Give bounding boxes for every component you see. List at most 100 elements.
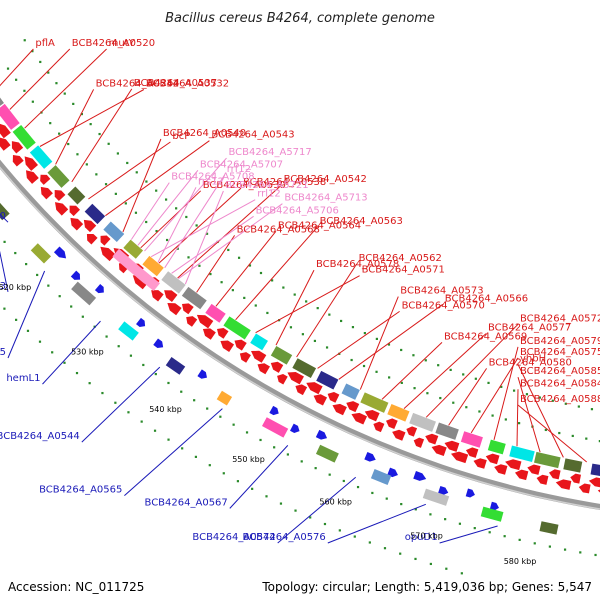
tick-dot: [206, 407, 209, 410]
forward-gene: [287, 371, 304, 385]
tick-dot: [101, 391, 104, 395]
tick-dot: [145, 220, 148, 224]
forward-gene-shape: [132, 275, 149, 290]
tick-dot: [551, 399, 554, 402]
forward-gene-shape: [40, 174, 51, 185]
forward-gene-shape: [25, 170, 39, 184]
tick-dot: [356, 485, 360, 489]
backbone-highlight: [0, 166, 600, 510]
forward-gene: [505, 459, 522, 471]
reverse-feature-box: [0, 201, 10, 221]
forward-gene: [327, 392, 340, 403]
gene-label: BCB4264_A0543: [211, 130, 294, 141]
forward-gene: [425, 433, 439, 445]
label-leader: [327, 503, 426, 544]
forward-gene-shape: [406, 426, 418, 437]
tick-dot: [176, 247, 179, 250]
tick-dot: [167, 438, 170, 441]
forward-gene-shape: [536, 474, 549, 485]
forward-gene: [313, 394, 328, 406]
label-leader: [137, 169, 199, 246]
forward-gene: [548, 469, 561, 480]
tick-dot: [155, 229, 158, 233]
forward-gene: [167, 302, 182, 316]
tick-dot: [135, 171, 138, 174]
forward-gene: [351, 412, 368, 425]
gene-label: BCB4264_A0575: [520, 347, 600, 358]
forward-gene-shape: [151, 290, 164, 302]
forward-gene: [306, 382, 323, 395]
label-leader: [0, 48, 34, 87]
genome-stats-text: Topology: circular; Length: 5,419,036 bp…: [262, 580, 592, 594]
gene-label: BCB4264_A0576: [243, 532, 326, 543]
gene-label: BCB4264_A5708: [171, 172, 254, 183]
tick-dot: [26, 329, 30, 332]
tick-dot: [104, 183, 108, 186]
kbp-tick-label: 520 kbp: [0, 283, 31, 292]
label-leader: [470, 357, 519, 434]
forward-gene-shape: [346, 401, 360, 413]
forward-gene: [450, 451, 469, 464]
tick-dot: [142, 363, 145, 367]
forward-feature-box: [223, 316, 251, 340]
tick-dot: [473, 527, 476, 530]
forward-gene-shape: [70, 217, 84, 231]
label-leader: [105, 140, 210, 217]
forward-gene: [536, 474, 549, 485]
reverse-feature-box-shape: [30, 243, 52, 264]
forward-gene: [54, 202, 69, 216]
forward-feature-box: [205, 303, 226, 323]
gene-label: rrl12: [257, 189, 281, 200]
tick-dot: [140, 420, 143, 423]
tick-dot: [107, 142, 110, 145]
tick-dot: [474, 377, 477, 380]
tick-dot: [413, 387, 416, 390]
label-leader: [71, 88, 133, 183]
forward-gene-shape: [413, 437, 425, 448]
label-leader: [140, 190, 202, 249]
forward-gene-shape: [351, 412, 368, 425]
tick-dot: [153, 429, 157, 432]
forward-gene: [431, 444, 447, 457]
tick-dot: [414, 557, 417, 561]
tick-dot: [598, 440, 600, 443]
accession-text: Accession: NC_011725: [8, 580, 145, 594]
tick-dot: [328, 313, 331, 316]
tick-dot: [563, 548, 567, 551]
forward-gene: [578, 483, 591, 494]
forward-gene: [83, 219, 97, 233]
forward-gene-shape: [555, 479, 572, 490]
tick-dot: [512, 389, 516, 392]
tick-dot: [375, 370, 378, 373]
tick-dot: [127, 411, 130, 414]
tick-dot: [95, 173, 98, 176]
forward-gene-shape: [164, 290, 178, 303]
label-leader: [255, 275, 360, 334]
rna-gene-shape: [112, 248, 136, 271]
tick-dot: [15, 318, 18, 321]
tick-dot: [414, 508, 417, 511]
backbone-line: [0, 159, 600, 510]
genome-backbone: [0, 159, 600, 510]
gene-label: BCB4264_A5717: [229, 147, 312, 158]
tick-dot: [503, 535, 506, 538]
tick-dot: [227, 248, 230, 252]
tick-dot: [76, 153, 79, 156]
forward-gene-shape: [494, 464, 508, 475]
reverse-feature-box: [165, 357, 186, 375]
reverse-gene: [315, 429, 328, 440]
forward-feature-box: [316, 370, 339, 390]
label-leader: [88, 141, 171, 200]
forward-gene: [24, 156, 38, 171]
gene-label: BCB4264_A0533: [0, 281, 6, 292]
gene-label: hemL1: [6, 373, 40, 384]
tick-dot: [362, 364, 366, 368]
forward-gene: [257, 363, 270, 375]
tick-dot: [98, 132, 101, 136]
tick-dot: [465, 406, 468, 409]
tick-dot: [323, 522, 327, 526]
tick-dot: [460, 572, 463, 575]
gene-label: rrs12: [198, 176, 224, 187]
reverse-feature-box: [480, 506, 504, 522]
forward-feature-box: [563, 458, 583, 473]
